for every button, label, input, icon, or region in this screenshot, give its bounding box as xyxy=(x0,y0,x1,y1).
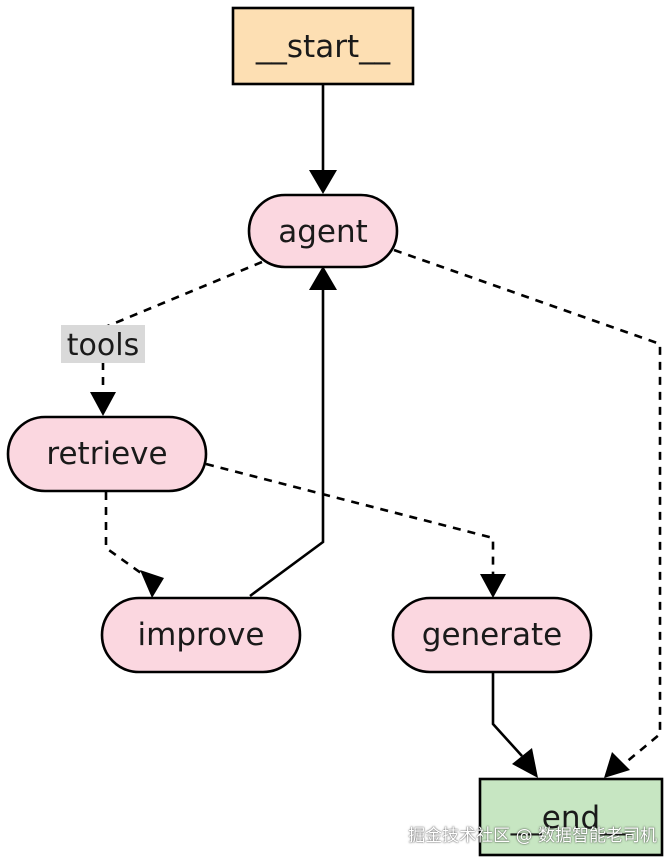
edge-agent-end xyxy=(393,248,662,765)
arrowhead-end-left xyxy=(512,748,538,778)
arrowhead-generate xyxy=(480,574,506,598)
node-end-label: __end__ xyxy=(510,800,632,836)
arrowhead-agent-top xyxy=(309,170,337,194)
arrowhead-retrieve xyxy=(90,392,116,416)
node-start[interactable]: __start__ xyxy=(231,6,415,86)
node-start-label: __start__ xyxy=(255,29,391,65)
watermark-text: 掘金技术社区 @ 数据智能老司机 xyxy=(408,826,657,846)
arrowhead-agent-bottom xyxy=(309,266,337,290)
arrowhead-improve xyxy=(140,570,164,598)
edge-retrieve-improve xyxy=(104,492,149,580)
node-agent[interactable]: agent xyxy=(247,193,399,269)
node-end[interactable]: __end__ xyxy=(478,777,664,857)
node-retrieve-label: retrieve xyxy=(46,436,167,472)
node-agent-label: agent xyxy=(278,214,368,250)
node-improve-label: improve xyxy=(138,617,265,653)
node-retrieve[interactable]: retrieve xyxy=(6,415,208,493)
arrowhead-end-right xyxy=(604,752,630,778)
node-generate[interactable]: generate xyxy=(391,596,593,674)
edge-label-tools: tools xyxy=(67,328,139,363)
tools-label-bg xyxy=(61,325,145,363)
edge-retrieve-generate xyxy=(205,462,495,574)
edge-generate-end xyxy=(491,672,523,757)
edge-improve-agent xyxy=(249,290,325,598)
node-generate-label: generate xyxy=(422,617,562,653)
edge-agent-tools xyxy=(102,260,263,330)
node-improve[interactable]: improve xyxy=(100,596,302,674)
